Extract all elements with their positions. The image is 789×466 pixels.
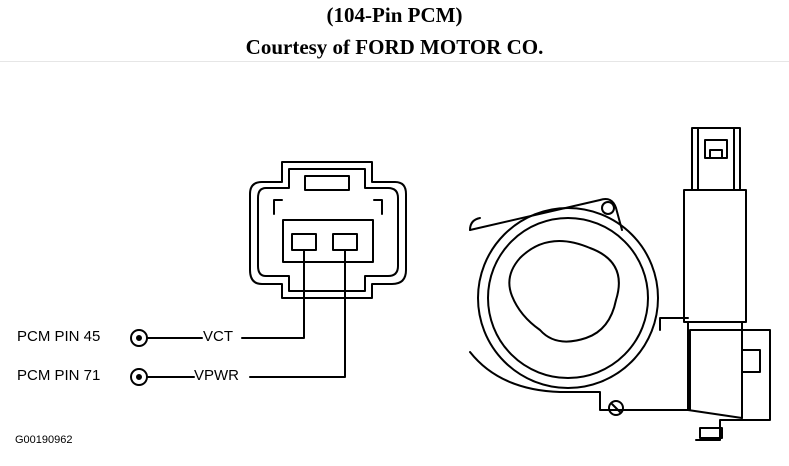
connector-outer-shell [249,161,407,299]
pin-71-label: PCM PIN 71 [17,367,101,384]
vct-solenoid-assembly [469,127,771,441]
terminal-cavity-left [291,233,317,251]
diagram-title: (104-Pin PCM) [326,3,463,27]
connector-latch [304,175,350,191]
connector-key-left [273,199,283,215]
pin-45-label: PCM PIN 45 [17,328,101,345]
connector-inner-shell [257,168,399,292]
housing-inner-ring [487,217,649,379]
wires [146,249,346,378]
terminal-cavity-right [332,233,358,251]
wire-vpwr [249,249,346,378]
pin-terminal-71 [130,368,148,386]
tube-base-clip [699,427,723,439]
mounting-flange [469,198,623,231]
figure-code: G00190962 [15,434,73,446]
connector-end-view [249,161,407,299]
courtesy-line: Courtesy of FORD MOTOR CO. [245,35,544,59]
header-divider [0,61,789,62]
rotor-lobes [508,240,620,343]
connector-cavity-block [282,219,374,263]
wire-vct [241,249,305,339]
vpwr-circuit-label: VPWR [194,367,239,384]
pin-terminal-45 [130,329,148,347]
solenoid-lower-body [469,329,771,441]
solenoid-connector-head [691,127,741,191]
vct-circuit-label: VCT [203,328,233,345]
solenoid-tube [683,189,747,323]
flange-bolt-hole-bottom [608,400,624,416]
flange-bolt-hole-top [601,201,615,215]
connector-key-right [373,199,383,215]
housing-outer-ring [477,207,659,389]
